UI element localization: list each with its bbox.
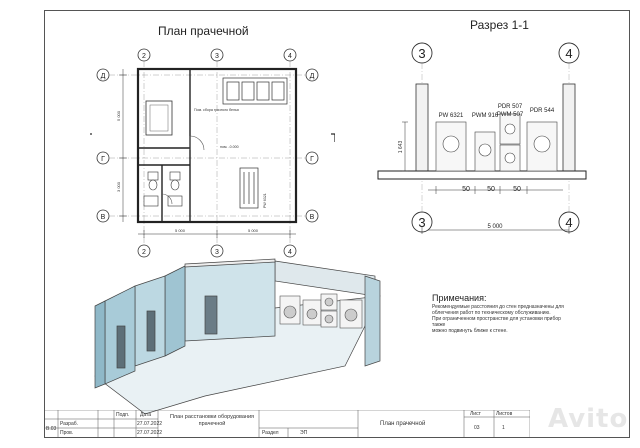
drawing-sheet-frame — [44, 10, 630, 438]
notes-text: Рекомендуемые расстояния до стен предназ… — [432, 304, 572, 334]
tb-stage-header: Раздел — [262, 430, 279, 436]
axis-marker-g-right — [305, 151, 319, 165]
axis-label: В — [101, 214, 106, 221]
axis-label: Д — [310, 73, 315, 80]
height-dimension: 1 643 — [398, 141, 404, 154]
wall-left — [415, 83, 429, 177]
dimension-label: 5 000 — [248, 228, 259, 233]
dimension-label: 5 000 — [116, 110, 121, 121]
room-label: Пом. сбора грязного белья — [194, 108, 239, 112]
wall-right — [562, 83, 576, 177]
tb-row-label: Разраб. — [60, 421, 79, 427]
watermark-logo: Avito — [548, 404, 629, 434]
axis-label: 4 — [565, 46, 572, 61]
sink — [167, 195, 183, 207]
tb-row-label: Пров. — [60, 430, 74, 436]
outer-walls — [136, 67, 298, 224]
washers-3d — [279, 293, 363, 329]
tb-list-header: Лист — [470, 411, 481, 417]
axis-label: 4 — [565, 215, 572, 230]
title-block — [44, 410, 530, 438]
tb-lists-header: Листов — [496, 411, 513, 417]
gap-dimension: 50 — [513, 186, 521, 193]
axis-marker-d-right — [305, 68, 319, 82]
tb-project-name: План расстановки оборудования прачечной — [169, 414, 255, 427]
axis-label: Д — [101, 73, 106, 80]
axis-label: 3 — [215, 249, 219, 256]
tb-sign-header: Подп. — [116, 412, 130, 418]
dimension-label: 3 000 — [116, 181, 121, 192]
sink — [143, 195, 159, 207]
side-rack — [239, 167, 259, 209]
axis-label: Г — [101, 156, 105, 163]
axis-label: 3 — [215, 53, 219, 60]
tb-date: 27.07.2022 — [137, 430, 163, 436]
storage-cabinet — [145, 100, 173, 136]
section-drawing: 3 4 3 4 PW 6321 PWM 916 PDR 507 PWM 507 … — [377, 42, 587, 234]
note-line: При ограниченном пространстве для устано… — [432, 316, 561, 328]
axis-label: 4 — [288, 53, 292, 60]
equipment-label: PDR 544 — [530, 108, 555, 114]
note-line: можно подвинуть ближе к стене. — [432, 328, 508, 334]
axis-label: В — [310, 214, 315, 221]
tb-date-header: Дата — [140, 412, 152, 418]
gap-dimension: 50 — [487, 186, 495, 193]
axis-label: 3 — [418, 215, 425, 230]
section-title: Разрез 1-1 — [470, 18, 529, 32]
axis-label: 3 — [418, 46, 425, 61]
axis-marker-2-bottom — [137, 244, 151, 258]
equipment-label: PDR 507 — [498, 104, 523, 110]
toilet — [169, 171, 181, 181]
gap-dimension: 50 — [462, 186, 470, 193]
floor-level-label: пом. -0.000 — [220, 145, 239, 149]
axis-marker-3-bottom — [210, 244, 224, 258]
equipment-label: PWM 507 — [497, 112, 524, 118]
dimension-label: 5 000 — [175, 228, 186, 233]
floor-slab — [377, 170, 587, 180]
notes-heading: Примечания: — [432, 293, 487, 303]
plan-title: План прачечной — [158, 24, 249, 38]
tb-lists: 1 — [502, 425, 505, 431]
width-dimension: 5 000 — [487, 224, 503, 230]
axis-label: Г — [310, 156, 314, 163]
equipment-label: PW 6321 — [439, 113, 464, 119]
tb-sheet-name: План прачечной — [380, 421, 426, 427]
tb-list: 03 — [474, 425, 480, 431]
equipment-row-top — [222, 77, 288, 105]
axis-label: 2 — [142, 53, 146, 60]
floor-plan: 2 3 4 2 3 4 Д Г В Д Г В — [90, 48, 335, 258]
note-line: Рекомендуемые расстояния до стен предназ… — [432, 304, 564, 310]
tb-stage: ЭП — [300, 430, 308, 436]
equipment-label: PWM 916 — [472, 113, 499, 119]
toilet — [147, 171, 159, 181]
axis-marker-v-right — [305, 209, 319, 223]
axis-marker-4-bottom — [283, 244, 297, 258]
tb-date: 27.07.2022 — [137, 421, 163, 427]
tb-code: В.03 — [46, 426, 57, 432]
axis-label: 4 — [288, 249, 292, 256]
isometric-3d-view — [94, 258, 381, 414]
note-line: облегчения работ по техническому обслужи… — [432, 310, 551, 316]
side-equipment-label: PW 6321 — [263, 193, 267, 208]
axis-label: 2 — [142, 249, 146, 256]
